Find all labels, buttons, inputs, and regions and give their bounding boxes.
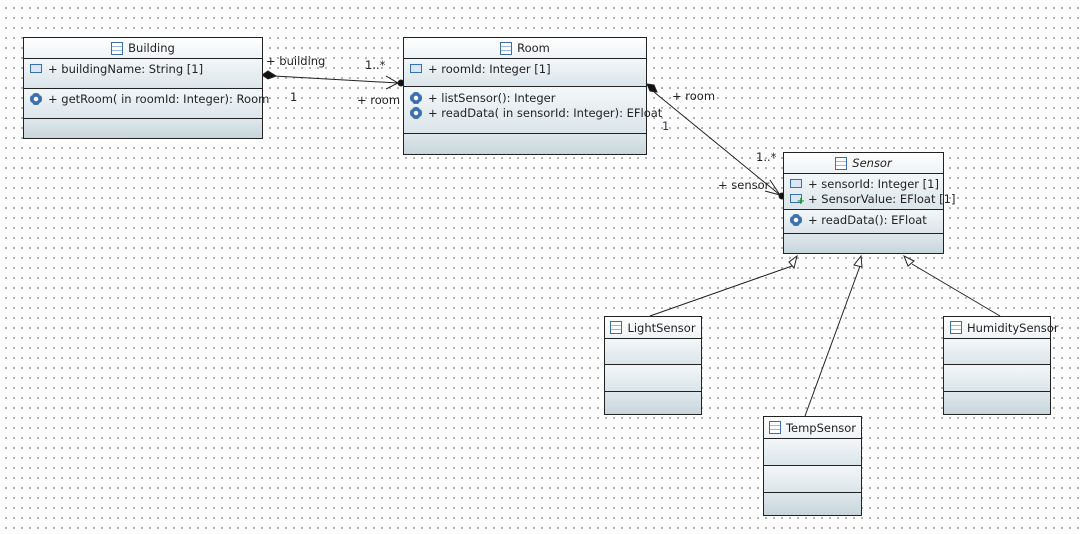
class-icon (950, 321, 962, 334)
generalization-temp (804, 265, 861, 417)
generalization-humidity (911, 263, 1001, 317)
operation[interactable]: + readData(): EFloat (790, 212, 937, 227)
operation[interactable]: + listSensor(): Integer (410, 90, 640, 105)
class-room[interactable]: Room + roomId: Integer [1] + listSensor(… (403, 37, 662, 155)
composition-diamond (646, 83, 658, 93)
operation[interactable]: + getRoom( in roomId: Integer): Room (30, 91, 269, 106)
operation-icon (30, 92, 42, 105)
class-light-sensor[interactable]: LightSensor (604, 316, 702, 415)
class-building[interactable]: Building + buildingName: String [1] + ge… (23, 37, 269, 139)
attribute-icon (410, 64, 422, 73)
mult-room: 1..* (365, 58, 386, 72)
role-room: + room (357, 93, 401, 107)
class-sensor[interactable]: Sensor + sensorId: Integer [1] ++ Sensor… (783, 152, 955, 254)
association-building-room (273, 75, 399, 84)
attribute[interactable]: + roomId: Integer [1] (410, 61, 640, 76)
class-icon (768, 421, 781, 434)
class-name: TempSensor (785, 420, 857, 435)
operation[interactable]: + readData( in sensorId: Integer): EFloa… (410, 105, 662, 120)
composition-diamond (261, 70, 278, 80)
attribute-icon (30, 64, 42, 73)
attribute[interactable]: + buildingName: String [1] (30, 61, 256, 76)
generalization-light (649, 265, 793, 317)
class-name: LightSensor (627, 320, 696, 335)
class-icon (610, 321, 623, 334)
association-room-sensor (653, 91, 781, 196)
class-name: Room (517, 41, 550, 55)
class-name: HumiditySensor (967, 320, 1059, 335)
class-icon (111, 41, 124, 55)
class-name: Building (128, 41, 175, 55)
operation-icon (410, 106, 422, 119)
attribute-icon (790, 179, 802, 188)
role-building: + building (266, 54, 326, 68)
derived-attribute-icon: + (790, 194, 805, 207)
attribute[interactable]: ++ SensorValue: EFloat [1] (790, 191, 955, 207)
class-name: Sensor (852, 156, 892, 170)
role-room-end: + room (672, 89, 716, 103)
class-temp-sensor[interactable]: TempSensor (763, 416, 862, 516)
mult-sensor: 1..* (756, 150, 777, 164)
class-icon (835, 156, 848, 170)
attribute[interactable]: + sensorId: Integer [1] (790, 176, 939, 191)
class-humidity-sensor[interactable]: HumiditySensor (943, 316, 1059, 415)
class-icon (500, 41, 513, 55)
operation-icon (410, 91, 422, 104)
mult-room-end: 1 (662, 119, 670, 133)
operation-icon (790, 213, 802, 226)
mult-building: 1 (290, 90, 298, 104)
role-sensor: + sensor (718, 178, 770, 192)
